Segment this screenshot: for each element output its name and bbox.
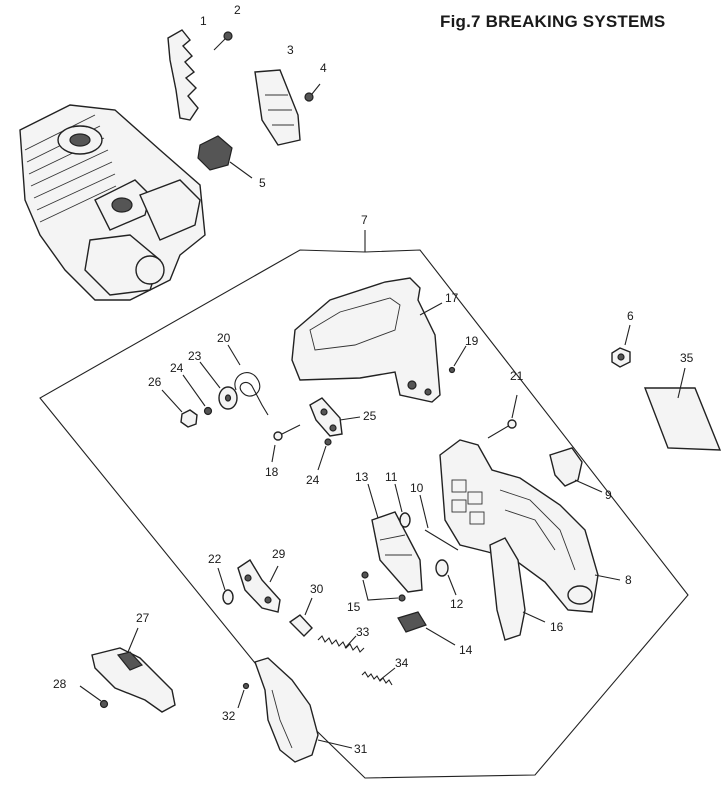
part-18-shape [271, 424, 301, 463]
part-24a-shape [182, 374, 213, 416]
label-9: 9 [605, 488, 612, 502]
part-25-shape [309, 397, 361, 437]
part-35-shape [643, 367, 722, 451]
part-2-shape [213, 31, 233, 51]
label-12: 12 [450, 597, 464, 611]
label-20: 20 [217, 331, 231, 345]
label-32: 32 [222, 709, 236, 723]
label-16: 16 [550, 620, 564, 634]
part-6-shape [611, 324, 631, 368]
part-33-shape [317, 635, 365, 653]
part-23-shape [199, 361, 238, 410]
assembly-boundary [39, 249, 689, 779]
part-32-shape [237, 682, 250, 709]
part-4-shape [304, 83, 321, 102]
part-19-shape [448, 345, 467, 374]
label-17: 17 [445, 291, 459, 305]
part-3-shape [254, 69, 301, 146]
part-12-shape [435, 559, 457, 596]
label-4: 4 [320, 61, 327, 75]
label-13: 13 [355, 470, 369, 484]
label-24a: 24 [170, 361, 184, 375]
part-16-shape [489, 537, 546, 641]
part-28-shape [79, 685, 109, 709]
label-18: 18 [265, 465, 279, 479]
label-31: 31 [354, 742, 368, 756]
label-5: 5 [259, 176, 266, 190]
part-1-shape [167, 29, 199, 121]
label-11: 11 [385, 470, 398, 484]
part-10-shape [419, 494, 459, 551]
part-8-shape [439, 439, 621, 613]
part-9-shape [549, 447, 603, 493]
label-21: 21 [510, 369, 524, 383]
part-21-shape [487, 394, 518, 439]
part-34-shape [361, 667, 396, 686]
label-28: 28 [53, 677, 67, 691]
label-24b: 24 [306, 473, 320, 487]
label-30: 30 [310, 582, 324, 596]
label-34: 34 [395, 656, 409, 670]
part-24b-shape [317, 438, 332, 471]
part-30-shape [288, 597, 313, 637]
label-6: 6 [627, 309, 634, 323]
part-26-shape [161, 389, 198, 428]
part-13-shape [367, 483, 423, 593]
label-1: 1 [200, 14, 207, 28]
part-15-shape [361, 571, 406, 602]
label-3: 3 [287, 43, 294, 57]
part-27-shape [91, 627, 176, 713]
label-2: 2 [234, 3, 241, 17]
figure-title: Fig.7 BREAKING SYSTEMS [440, 12, 666, 31]
part-5-shape [197, 135, 253, 179]
part-31-shape [254, 657, 353, 763]
label-29: 29 [272, 547, 286, 561]
label-23: 23 [188, 349, 202, 363]
part-11-shape [394, 483, 411, 528]
label-8: 8 [625, 573, 632, 587]
label-14: 14 [459, 643, 473, 657]
part-29-shape [237, 559, 281, 613]
label-15: 15 [347, 600, 361, 614]
label-22: 22 [208, 552, 222, 566]
label-27: 27 [136, 611, 150, 625]
label-7: 7 [361, 213, 368, 227]
label-19: 19 [465, 334, 479, 348]
part-14-shape [397, 611, 456, 646]
engine-block [19, 104, 206, 301]
label-25: 25 [363, 409, 377, 423]
part-22-shape [217, 567, 234, 605]
label-10: 10 [410, 481, 424, 495]
label-26: 26 [148, 375, 162, 389]
label-35: 35 [680, 351, 694, 365]
label-33: 33 [356, 625, 370, 639]
part-17-shape [291, 277, 443, 403]
part-20-shape [227, 344, 269, 416]
